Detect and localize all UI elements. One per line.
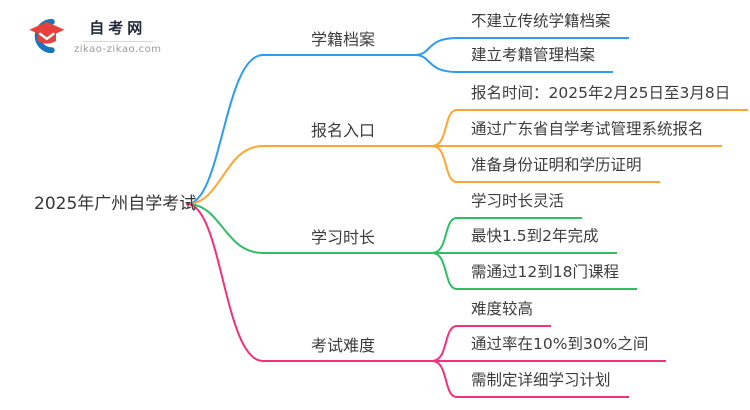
leaf-node[interactable]: 准备身份证明和学历证明 (455, 155, 660, 183)
logo-url: zikao-zikao.com (74, 43, 162, 55)
leaf-node[interactable]: 通过广东省自学考试管理系统报名 (455, 119, 722, 147)
site-logo: 自考网 zikao-zikao.com (26, 16, 161, 56)
branch-connector (431, 217, 458, 254)
graduation-cap-icon (26, 16, 66, 56)
leaf-node[interactable]: 最快1.5到2年完成 (455, 226, 617, 254)
root-node[interactable]: 2025年广州自学考试 (34, 194, 197, 214)
branch-connector (414, 37, 458, 56)
branch-connector (431, 145, 458, 183)
leaf-node[interactable]: 需通过12到18门课程 (455, 262, 637, 290)
branch-node-1[interactable]: 学籍档案 (310, 30, 375, 49)
logo-divider (82, 40, 153, 42)
branch-connector (186, 145, 458, 205)
leaf-node[interactable]: 不建立传统学籍档案 (455, 11, 629, 39)
leaf-node[interactable]: 报名时间：2025年2月25日至3月8日 (455, 83, 749, 111)
branch-connector (431, 325, 458, 362)
branch-node-3[interactable]: 学习时长 (310, 228, 375, 247)
branch-connector (414, 54, 458, 73)
branch-node-4[interactable]: 考试难度 (310, 336, 375, 355)
branch-connector (431, 360, 458, 398)
leaf-node[interactable]: 需制定详细学习计划 (455, 370, 629, 398)
leaf-node[interactable]: 建立考籍管理档案 (455, 45, 614, 73)
leaf-node[interactable]: 通过率在10%到30%之间 (455, 334, 667, 362)
branch-node-2[interactable]: 报名入口 (310, 121, 375, 140)
logo-text-block: 自考网 zikao-zikao.com (74, 18, 161, 55)
logo-title: 自考网 (89, 18, 147, 37)
leaf-node[interactable]: 难度较高 (455, 299, 552, 327)
leaf-node[interactable]: 学习时长灵活 (455, 191, 583, 219)
branch-connector (431, 252, 458, 290)
branch-connector (431, 109, 458, 147)
